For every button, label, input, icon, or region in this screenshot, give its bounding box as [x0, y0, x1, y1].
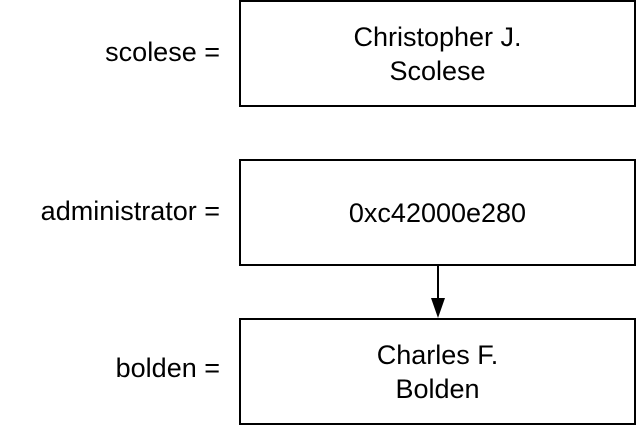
pointer-arrow [431, 264, 445, 318]
value-box-scolese: Christopher J. Scolese [239, 0, 636, 107]
value-line: Scolese [389, 55, 486, 86]
value-line: Charles F. [376, 339, 499, 370]
value-box-bolden: Charles F. Bolden [239, 318, 636, 425]
arrow-head [431, 298, 445, 318]
variable-label-administrator: administrator = [40, 196, 220, 226]
value-box-administrator: 0xc42000e280 [239, 159, 636, 266]
pointer-address: 0xc42000e280 [348, 197, 527, 228]
value-line: Christopher J. [353, 21, 522, 52]
variable-label-bolden: bolden = [115, 353, 220, 383]
value-line: Bolden [395, 373, 480, 404]
variable-label-scolese: scolese = [105, 37, 220, 67]
